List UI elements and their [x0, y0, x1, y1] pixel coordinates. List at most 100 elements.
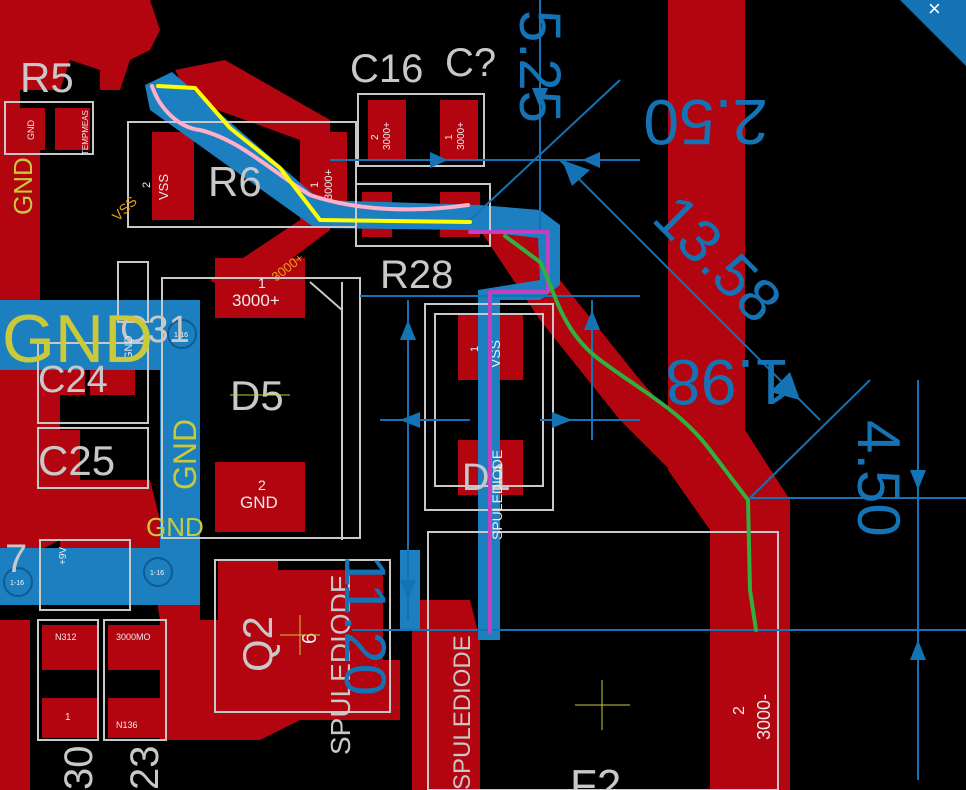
copper-pad-q2-main: [268, 570, 383, 705]
dim-text-525: 5.25: [507, 10, 572, 123]
copper-pad-n136: [108, 698, 163, 738]
arrow-corner: [900, 0, 966, 66]
outline-c31: [117, 261, 149, 323]
arrow-1120-bot: [400, 580, 416, 600]
copper-pad-d5-2: [215, 462, 305, 532]
copper-pad-q2-left: [218, 560, 278, 710]
arrow-198-b: [552, 412, 572, 428]
outline-c24: [37, 342, 149, 424]
copper-pad-n312-b: [42, 698, 97, 738]
copper-pad-n312: [42, 625, 97, 670]
arrow-450-top: [910, 470, 926, 490]
dim-text-450: 4.50: [845, 420, 912, 537]
arrow-250-left: [582, 152, 600, 168]
net-gnd-vertical: GND: [167, 419, 203, 490]
dimension-arrows: [400, 0, 966, 660]
copper-pad-3000mo: [108, 625, 163, 670]
outline-d5: [161, 277, 361, 539]
pad-label-c16-2: 2: [370, 134, 381, 140]
pad-label-3000mo: 3000MO: [116, 632, 151, 642]
label-c-unknown: C?: [445, 41, 496, 85]
airwire-pink[interactable]: [150, 84, 470, 212]
pad-label-c31-gnd: GND: [123, 336, 135, 361]
via-gnd-2[interactable]: [143, 557, 173, 587]
copper-pad-r5-1: [10, 108, 45, 150]
blue-trace-diag-top: [145, 72, 560, 640]
pad-labels: 1 3000+ 2 GND 6 VSS 2 1 3000+ 2 3000+ 1 …: [26, 110, 774, 740]
airwire-yellow[interactable]: [156, 84, 472, 224]
pad-label-d1-spule: SPULEDIODE: [489, 450, 505, 540]
outline-r5: [4, 101, 94, 155]
copper-trace-3000-diag: [470, 215, 760, 560]
pad-label-d5-gnd: GND: [240, 493, 278, 512]
pad-label-d5-1: 1: [258, 275, 266, 291]
label-30: 30: [57, 746, 101, 790]
net-vss-orange: VSS: [109, 193, 140, 224]
label-c16: C16: [350, 47, 423, 91]
dim-text-250: 2.50: [643, 86, 768, 158]
pad-label-9v: +9V: [58, 547, 69, 565]
outline-c16: [357, 93, 485, 167]
arrow-198-a: [400, 412, 420, 428]
label-7: 7: [5, 537, 27, 581]
pad-label-n136: N136: [116, 720, 138, 730]
label-23: 23: [123, 746, 167, 790]
pad-label-q2-6: 6: [299, 633, 321, 644]
via-gnd-3[interactable]: [3, 567, 33, 597]
copper-pad-gnd-left: [0, 205, 40, 275]
outline-c25: [37, 427, 149, 489]
bottom-copper-layer: [0, 72, 560, 640]
outline-d5-line-2: [309, 281, 343, 311]
pad-label-right-2: 2: [731, 706, 748, 715]
label-r6: R6: [208, 158, 262, 205]
corner-close-icon[interactable]: ×: [928, 0, 941, 21]
net-labels-yellow: GND GND GND GND: [2, 157, 204, 542]
label-r5: R5: [20, 54, 74, 101]
top-copper-layer: [0, 0, 790, 790]
outline-3000mo: [103, 619, 167, 741]
copper-pad-d5-1: [215, 258, 305, 318]
airwire-magenta[interactable]: [468, 230, 550, 634]
label-d1: D1: [462, 457, 511, 499]
pad-label-r6-1: 1: [309, 182, 321, 188]
pad-label-d5-2: 2: [258, 477, 266, 493]
label-q2: Q2: [234, 616, 281, 672]
pad-label-d1-1: 1: [469, 346, 481, 352]
label-c31: C31: [120, 309, 190, 351]
airwire-layer: [150, 84, 758, 634]
outline-r28: [355, 183, 491, 247]
arrow-450-bot: [910, 640, 926, 660]
pad-label-d5-3000p: 3000+: [232, 291, 280, 310]
net-gnd-bottom: GND: [146, 512, 204, 542]
net-gnd-large: GND: [2, 301, 153, 377]
pad-label-c16-3000: 3000+: [382, 122, 393, 150]
airwire-green[interactable]: [503, 234, 758, 632]
designator-labels: R5 R6 C16 C? R28 D5 C31 C24 C25 Q2 D1 30…: [5, 41, 621, 790]
label-r28: R28: [380, 253, 453, 297]
arrow-1120-top: [400, 320, 416, 340]
pad-label-r5-temp: TEMPMEAS: [81, 110, 90, 155]
arrow-1358-top: [562, 160, 590, 186]
arrow-1358-bot: [770, 372, 800, 400]
via-group: 1-16 1-16 1-16: [3, 319, 197, 597]
pad-label-r6-2: 2: [141, 182, 153, 188]
copper-pour-bottom-left: [0, 620, 30, 790]
arrow-250-right: [430, 152, 448, 168]
label-spulediode-q2: SPULEDIODE: [325, 575, 356, 756]
label-f2: F2: [570, 761, 621, 790]
dim-text-1120: 11.20: [332, 555, 397, 696]
via-label-3: 1-16: [10, 580, 24, 587]
pad-label-r5-gnd: GND: [26, 120, 36, 141]
net-gnd-left: GND: [8, 157, 38, 215]
pad-label-c16-1: 1: [444, 134, 455, 140]
outline-n312: [37, 619, 99, 741]
label-c25: C25: [38, 437, 115, 484]
copper-trace-3000p-diag: [175, 60, 330, 300]
pad-label-c16-3000b: 3000+: [456, 122, 467, 150]
blue-trace-gnd-horizontal: [0, 300, 200, 370]
via-gnd-1[interactable]: [167, 319, 197, 349]
outline-f2: [427, 531, 779, 790]
pad-label-r6-3000: 3000+: [323, 169, 335, 200]
label-c24: C24: [38, 359, 108, 401]
